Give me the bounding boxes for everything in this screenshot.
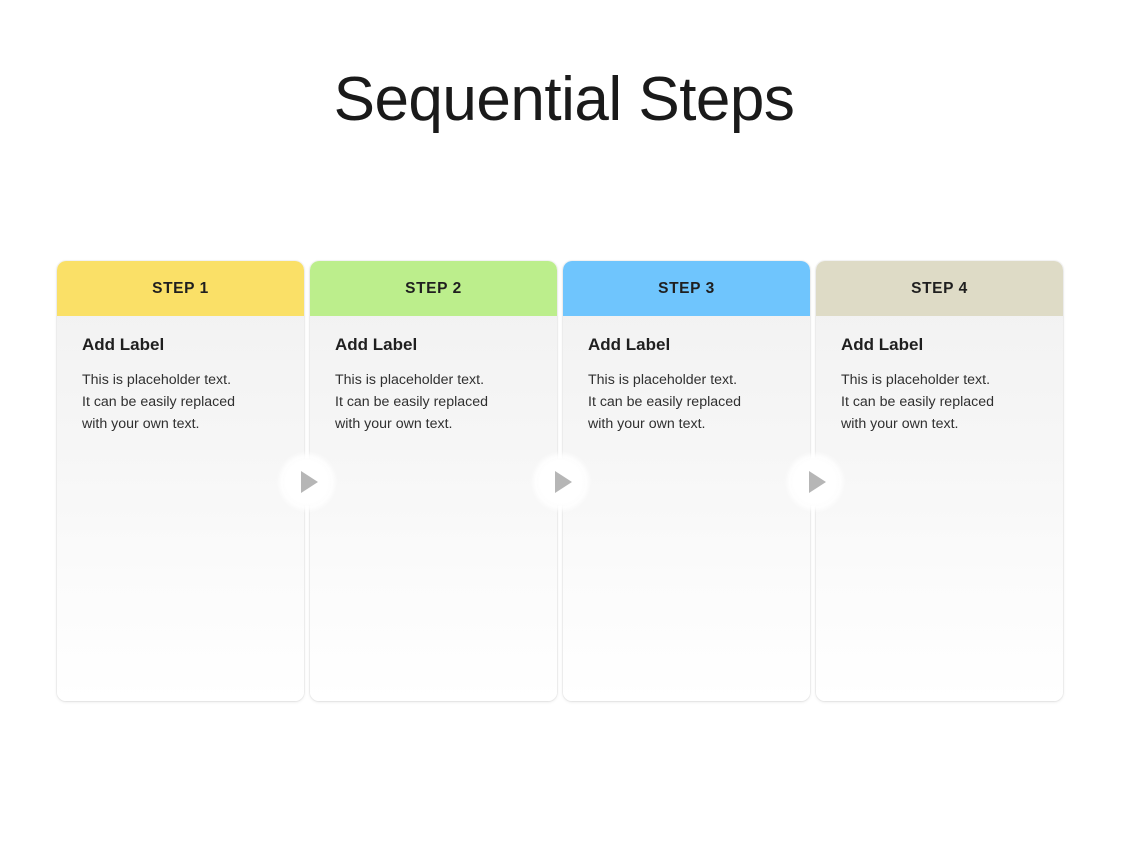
step-card-4-header: STEP 4 [816,261,1063,316]
step-card-3[interactable]: STEP 3 Add Label This is placeholder tex… [563,261,810,701]
page-title: Sequential Steps [333,65,795,134]
step-card-4-step-label: STEP 4 [911,279,968,297]
connector-2-3 [537,458,585,506]
step-card-2-step-label: STEP 2 [405,279,462,297]
play-arrow-icon [300,471,318,493]
step-card-3-header: STEP 3 [563,261,810,316]
step-card-1-body: Add Label This is placeholder text. It c… [57,316,304,435]
step-card-2[interactable]: STEP 2 Add Label This is placeholder tex… [310,261,557,701]
step-card-1-text: This is placeholder text. It can be easi… [82,372,236,433]
step-card-4-label: Add Label [841,335,924,354]
step-card-2-header: STEP 2 [310,261,557,316]
step-card-2-label: Add Label [335,335,418,354]
connector-3-4 [791,458,839,506]
step-card-4-body: Add Label This is placeholder text. It c… [816,316,1063,435]
step-card-3-step-label: STEP 3 [658,279,715,297]
step-card-2-body: Add Label This is placeholder text. It c… [310,316,557,435]
step-card-3-body: Add Label This is placeholder text. It c… [563,316,810,435]
step-card-1-label: Add Label [82,335,165,354]
play-arrow-icon [808,471,826,493]
step-card-1-step-label: STEP 1 [152,279,209,297]
step-card-1-header: STEP 1 [57,261,304,316]
step-card-4-text: This is placeholder text. It can be easi… [841,372,995,433]
step-card-3-text: This is placeholder text. It can be easi… [588,372,742,433]
play-arrow-icon [554,471,572,493]
step-card-1[interactable]: STEP 1 Add Label This is placeholder tex… [57,261,304,701]
steps-container: STEP 1 Add Label This is placeholder tex… [57,261,1067,703]
step-card-2-text: This is placeholder text. It can be easi… [335,372,489,433]
step-card-4[interactable]: STEP 4 Add Label This is placeholder tex… [816,261,1063,701]
connector-1-2 [283,458,331,506]
step-card-3-label: Add Label [588,335,671,354]
